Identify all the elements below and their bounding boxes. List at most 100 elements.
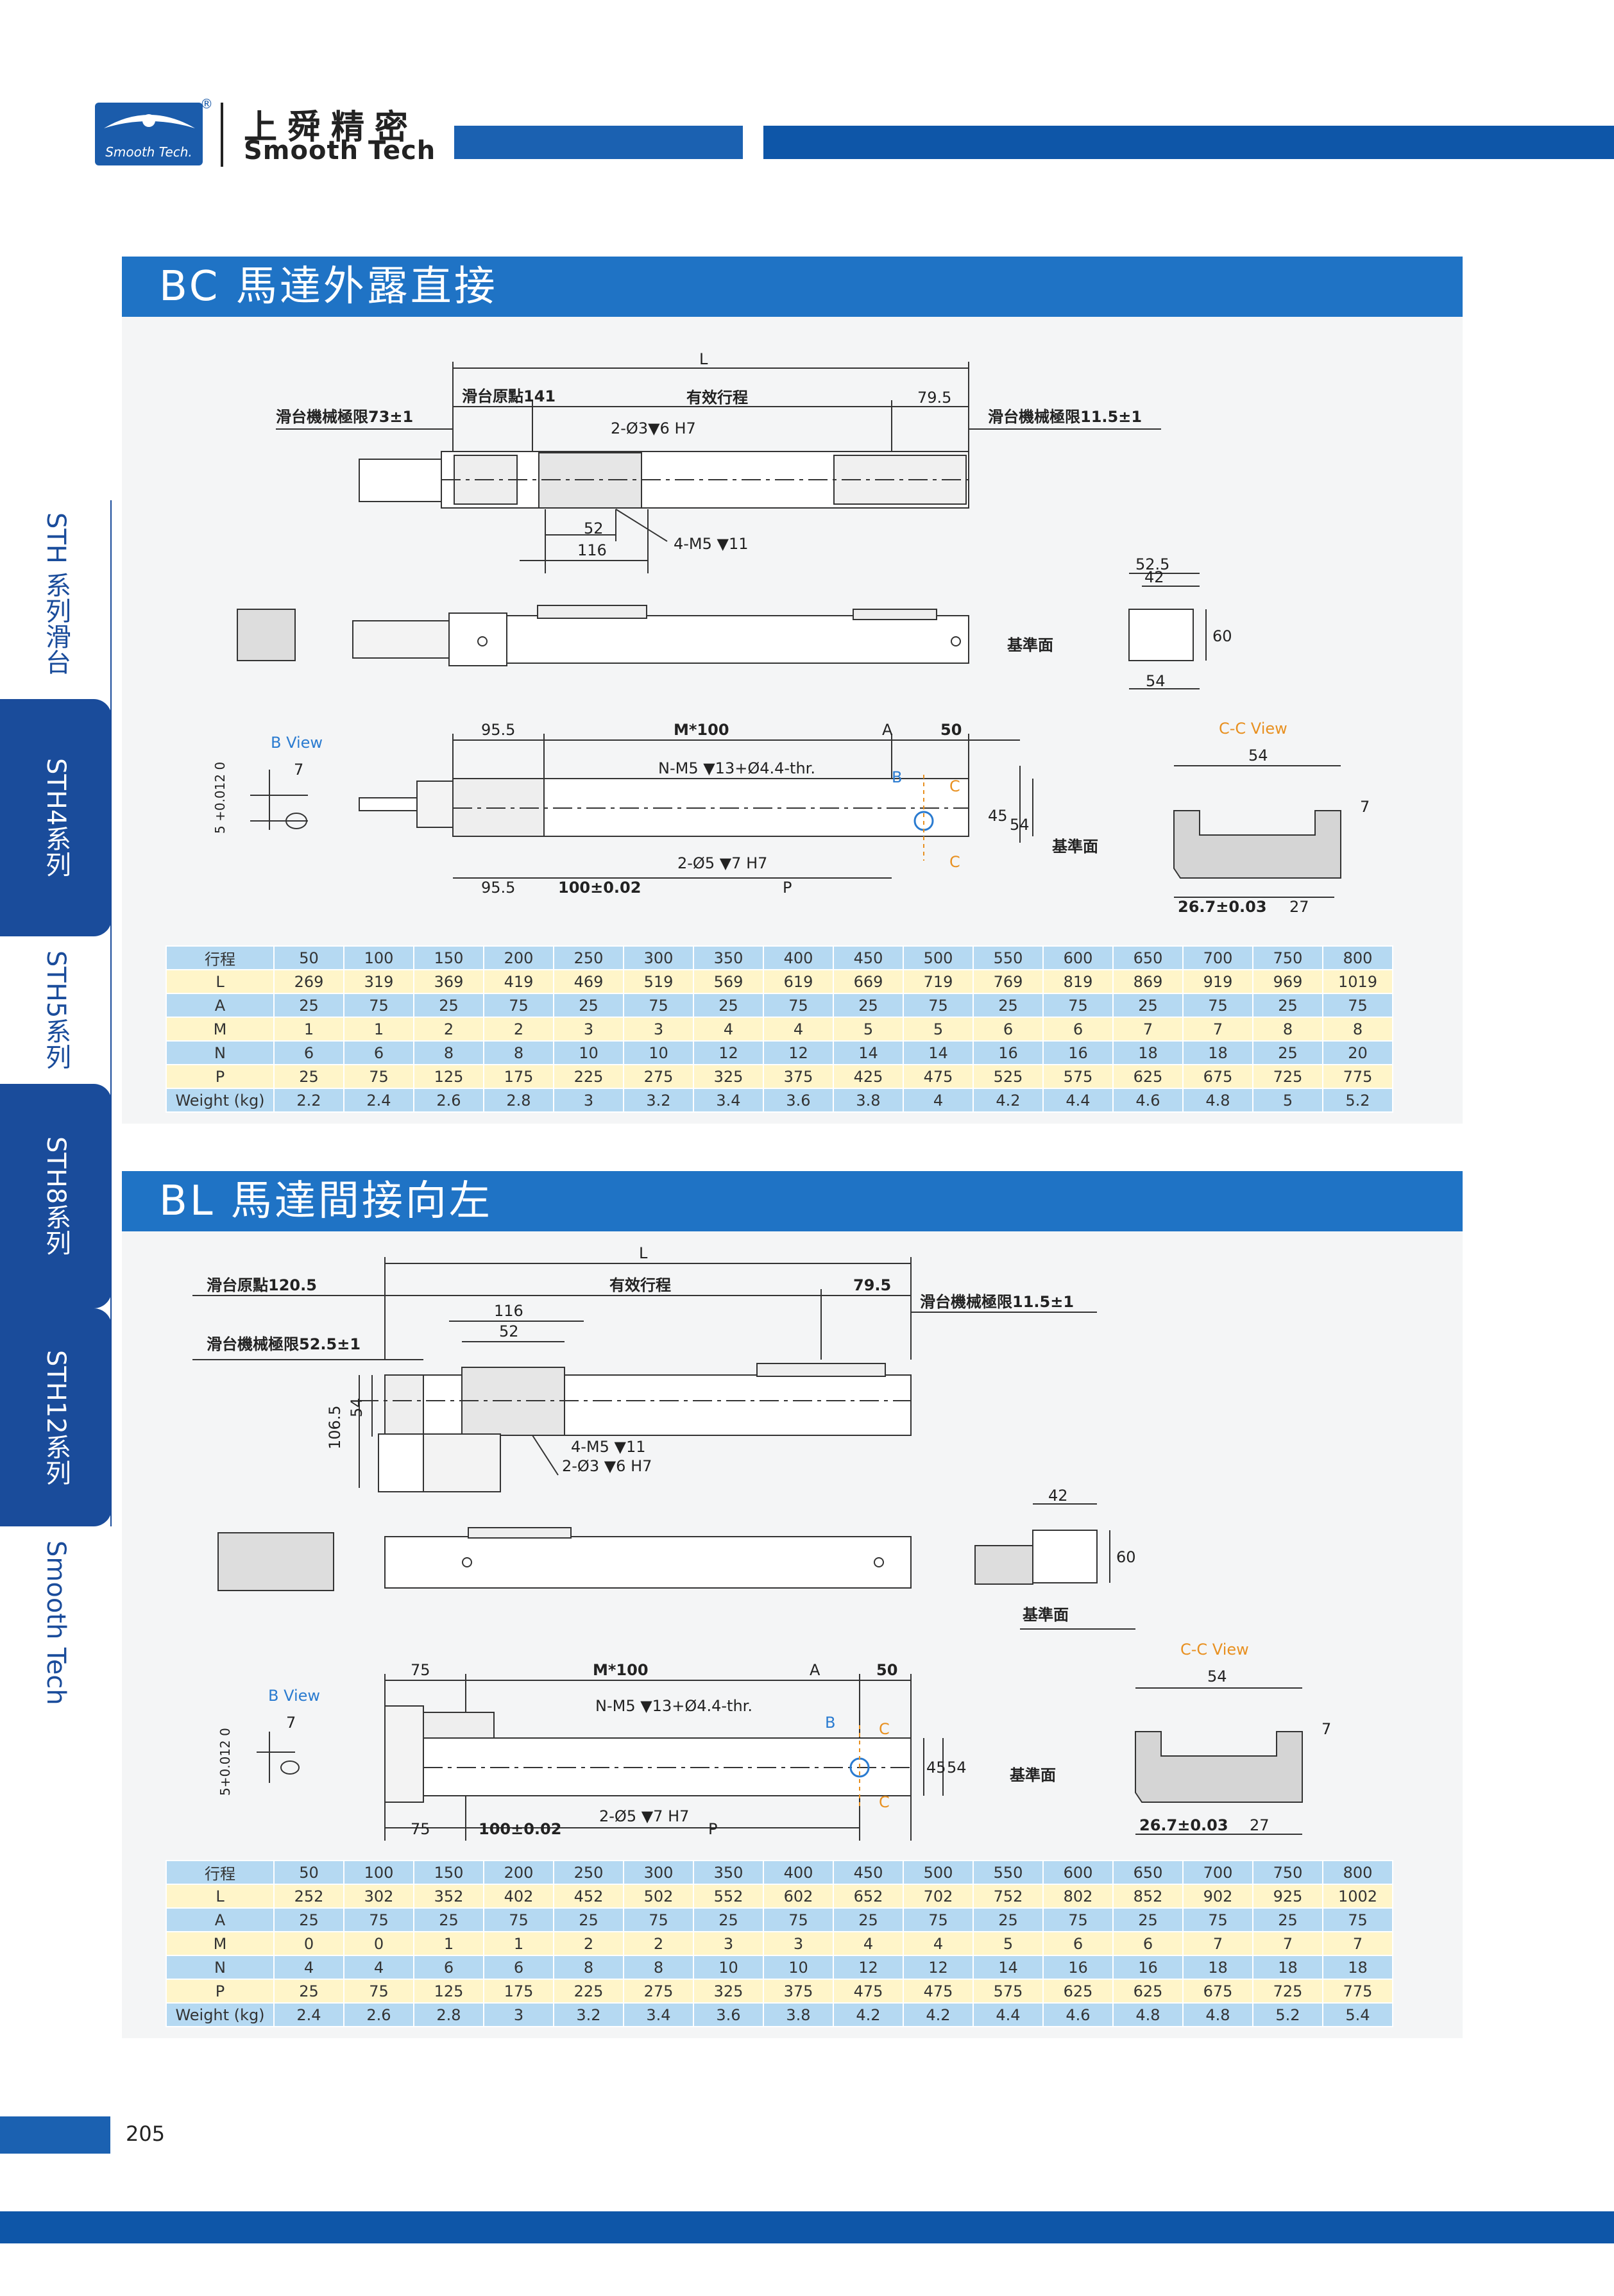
bl-drawing: L 滑台原點120.5 有效行程 79.5 滑台機械極限11.5±1 116 5… [192,1244,1331,1841]
table-cell: 75 [1182,993,1253,1018]
table-cell: 0 [273,1931,344,1956]
row-label-cell: 行程 [166,945,275,970]
table-cell: 75 [623,993,694,1018]
datum-label-2: 基準面 [1052,838,1098,856]
page-number-bar [0,2116,110,2154]
table-cell: 6 [1112,1931,1184,1956]
table-cell: 269 [273,969,344,994]
table-cell: 75 [343,993,414,1018]
table-cell: 7 [1182,1931,1253,1956]
table-cell: 702 [903,1884,974,1909]
table-cell: 800 [1322,945,1393,970]
b-view-label: B View [271,734,323,752]
table-cell: 150 [413,1860,484,1885]
dim-stroke: 有效行程 [686,389,748,407]
table-cell: 25 [693,1907,764,1932]
side-tab-sth12[interactable]: STH12系列 [0,1308,112,1526]
dim-tolerance: 5+0.012 0 [217,1728,233,1796]
cc-view-label: C-C View [1180,1641,1249,1659]
table-cell: 302 [343,1884,414,1909]
table-cell: 3 [553,1088,624,1113]
dim-stroke: 有效行程 [609,1276,671,1294]
table-cell: 475 [833,1979,904,2004]
table-cell: 200 [483,1860,554,1885]
table-cell: 75 [763,993,834,1018]
table-cell: 969 [1252,969,1323,994]
side-tab-sth4[interactable]: STH4系列 [0,699,112,936]
b-view-label: B View [268,1687,320,1705]
row-label-cell: Weight (kg) [166,1088,275,1113]
table-cell: 75 [903,993,974,1018]
table-cell: 75 [1322,993,1393,1018]
logo-text: Smooth Tech. [105,144,192,160]
dim-79-5: 79.5 [853,1276,891,1294]
dim-tolerance: 5 +0.012 0 [212,762,228,834]
table-cell: 769 [973,969,1044,994]
dim-54: 54 [947,1759,967,1777]
dim-limit-right: 滑台機械極限11.5±1 [920,1293,1074,1311]
table-cell: 4.8 [1112,2002,1184,2027]
side-tab-sth5[interactable]: STH5系列 [0,936,112,1084]
table-cell: 500 [903,1860,974,1885]
table-cell: 5.2 [1322,1088,1393,1113]
dim-A: A [882,721,893,739]
table-cell: 4.4 [1042,1088,1114,1113]
table-cell: 4.8 [1182,2002,1253,2027]
dim-m5: 4-M5 ▼11 [674,535,749,553]
table-cell: 18 [1182,1040,1253,1065]
table-cell: 375 [763,1064,834,1089]
row-label-cell: A [166,993,275,1018]
side-tab-label: STH12系列 [41,1349,71,1485]
table-cell: 6 [413,1955,484,1980]
table-cell: 700 [1182,1860,1253,1885]
table-cell: 2.6 [413,1088,484,1113]
table-cell: 1019 [1322,969,1393,994]
row-label-cell: M [166,1931,275,1956]
table-cell: 550 [973,1860,1044,1885]
table-cell: 100 [343,1860,414,1885]
table-cell: 25 [1252,1040,1323,1065]
label-C-bottom: C [949,853,960,871]
dim-L: L [699,350,708,368]
side-tab-sth-series[interactable]: STH 系列滑台 [0,487,112,699]
side-tab-label: STH 系列滑台 [41,512,71,675]
table-cell: 819 [1042,969,1114,994]
table-cell: 2 [553,1931,624,1956]
section-title: BC 馬達外露直接 [159,263,498,310]
table-cell: 602 [763,1884,834,1909]
table-cell: 350 [693,1860,764,1885]
table-cell: 5 [903,1017,974,1042]
table-cell: 625 [1112,1064,1184,1089]
label-C-top: C [879,1720,890,1738]
table-cell: 50 [273,945,344,970]
table-cell: 3.8 [763,2002,834,2027]
table-cell: 275 [623,1064,694,1089]
table-cell: 4 [343,1955,414,1980]
dim-54-side: 54 [1010,816,1030,834]
side-tab-smooth-tech[interactable]: Smooth Tech [0,1526,112,1719]
cc-dim-7: 7 [1321,1720,1331,1738]
table-cell: 569 [693,969,764,994]
table-cell: 619 [763,969,834,994]
table-cell: 14 [833,1040,904,1065]
dim-m100: M*100 [674,721,729,739]
table-cell: 4 [903,1931,974,1956]
side-tab-sth8[interactable]: STH8系列 [0,1084,112,1308]
dim-50: 50 [940,721,962,739]
row-label-cell: P [166,1064,275,1089]
table-cell: 25 [1112,993,1184,1018]
table-cell: 625 [1112,1979,1184,2004]
table-cell: 200 [483,945,554,970]
table-cell: 2.8 [483,1088,554,1113]
datum-label: 基準面 [1007,636,1053,654]
table-cell: 4.8 [1182,1088,1253,1113]
table-cell: 75 [483,993,554,1018]
table-cell: 750 [1252,1860,1323,1885]
table-cell: 1 [343,1017,414,1042]
table-cell: 2.2 [273,1088,344,1113]
table-cell: 919 [1182,969,1253,994]
table-cell: 4.2 [903,2002,974,2027]
cc-dim-54: 54 [1207,1667,1227,1685]
